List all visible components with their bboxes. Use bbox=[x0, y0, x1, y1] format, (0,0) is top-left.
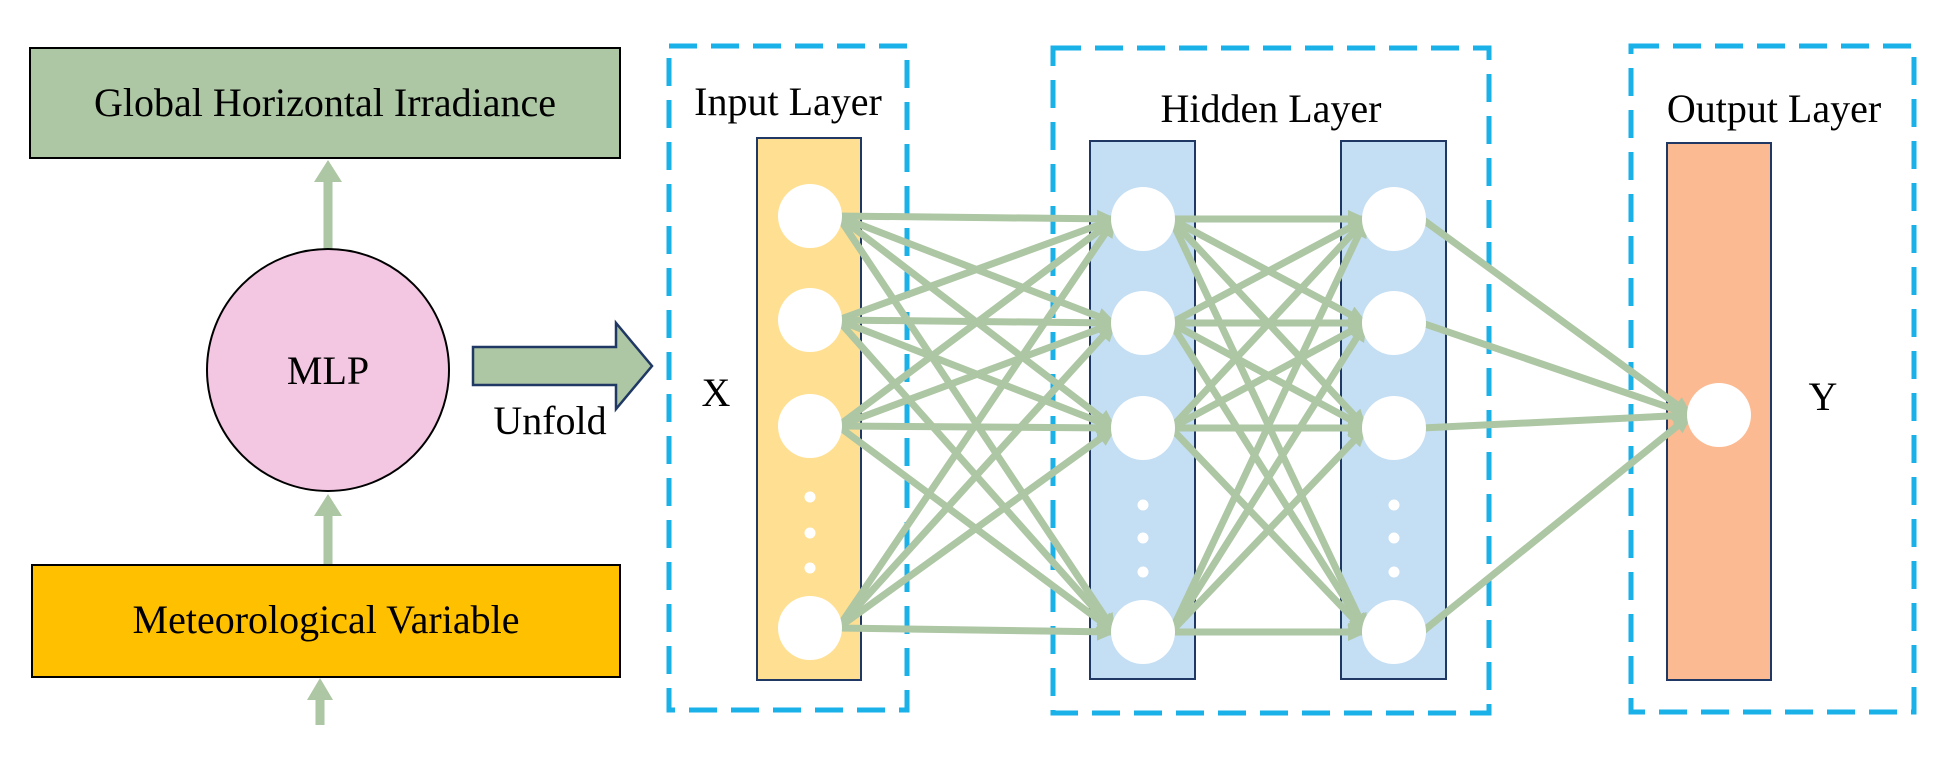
input-ellipsis-dot-2 bbox=[804, 527, 816, 539]
connection-hidden-1-3-to-hidden-2-2 bbox=[1167, 319, 1370, 432]
connection-hidden-1-3-to-hidden-2-1 bbox=[1167, 215, 1370, 432]
input-node-2 bbox=[778, 288, 842, 352]
hidden-1-ellipsis-dot-2 bbox=[1137, 532, 1149, 544]
connection-input-4-to-hidden-1-2 bbox=[834, 319, 1119, 632]
connection-input-4-to-hidden-1-4 bbox=[834, 622, 1119, 641]
connection-hidden-1-4-to-hidden-2-1 bbox=[1167, 215, 1370, 636]
output-layer-frame bbox=[1628, 43, 1917, 715]
connection-input-4-to-hidden-1-1 bbox=[834, 215, 1119, 632]
hidden-2-ellipsis-dot-1 bbox=[1388, 499, 1400, 511]
output-variable-label: Y bbox=[1809, 374, 1838, 419]
global-horizontal-irradiance-label: Global Horizontal Irradiance bbox=[94, 80, 556, 125]
hidden-1-ellipsis-dot-1 bbox=[1137, 499, 1149, 511]
hidden-2-node-4 bbox=[1362, 600, 1426, 664]
hidden-1-node-3 bbox=[1111, 396, 1175, 460]
connection-hidden-1-4-to-hidden-2-2 bbox=[1167, 319, 1370, 636]
output-node-1 bbox=[1687, 383, 1751, 447]
connection-input-3-to-hidden-1-2 bbox=[834, 319, 1119, 430]
hidden-1-node-4 bbox=[1111, 600, 1175, 664]
hidden-1-ellipsis-dot-3 bbox=[1137, 566, 1149, 578]
connection-hidden-2-1-to-output-1 bbox=[1418, 215, 1695, 419]
hidden-2-node-1 bbox=[1362, 187, 1426, 251]
connection-input-4-to-hidden-1-3 bbox=[834, 424, 1119, 632]
unfold-arrow bbox=[471, 319, 654, 413]
connection-hidden-2-2-to-output-1 bbox=[1418, 319, 1695, 419]
nodes-group bbox=[778, 184, 1751, 664]
connections-group bbox=[834, 209, 1695, 641]
mlp-circle bbox=[206, 248, 450, 492]
input-node-4 bbox=[778, 596, 842, 660]
meteorological-variable-box bbox=[31, 564, 621, 678]
output-layer-title: Output Layer bbox=[1667, 86, 1881, 131]
connection-hidden-1-2-to-hidden-2-1 bbox=[1167, 215, 1370, 327]
hidden-2-ellipsis-dot-3 bbox=[1388, 566, 1400, 578]
hidden-2-node-3 bbox=[1362, 396, 1426, 460]
arrow-mlp-to-ghi-head bbox=[314, 160, 342, 182]
connection-hidden-2-4-to-output-1 bbox=[1418, 411, 1695, 636]
arrow-variable-to-mlp-head bbox=[314, 494, 342, 516]
hidden-1-node-1 bbox=[1111, 187, 1175, 251]
input-ellipsis-dot-1 bbox=[804, 491, 816, 503]
connection-input-3-to-hidden-1-1 bbox=[834, 215, 1119, 430]
hidden-layer-title: Hidden Layer bbox=[1160, 86, 1381, 131]
hidden-1-node-2 bbox=[1111, 291, 1175, 355]
global-horizontal-irradiance-box bbox=[29, 47, 621, 159]
input-node-1 bbox=[778, 184, 842, 248]
connection-hidden-2-3-to-output-1 bbox=[1418, 406, 1695, 432]
arrow-into-variable-head bbox=[307, 678, 333, 700]
meteorological-variable-label: Meteorological Variable bbox=[133, 597, 520, 642]
input-ellipsis-dot-3 bbox=[804, 562, 816, 574]
input-variable-label: X bbox=[702, 370, 731, 415]
input-node-3 bbox=[778, 394, 842, 458]
connection-input-1-to-hidden-1-1 bbox=[834, 209, 1119, 228]
hidden-2-node-2 bbox=[1362, 291, 1426, 355]
connection-input-2-to-hidden-1-1 bbox=[834, 215, 1119, 324]
mlp-label: MLP bbox=[287, 348, 369, 393]
connection-hidden-1-4-to-hidden-2-3 bbox=[1167, 424, 1370, 636]
hidden-2-ellipsis-dot-2 bbox=[1388, 532, 1400, 544]
unfold-label: Unfold bbox=[493, 398, 606, 443]
input-layer-title: Input Layer bbox=[694, 79, 882, 124]
